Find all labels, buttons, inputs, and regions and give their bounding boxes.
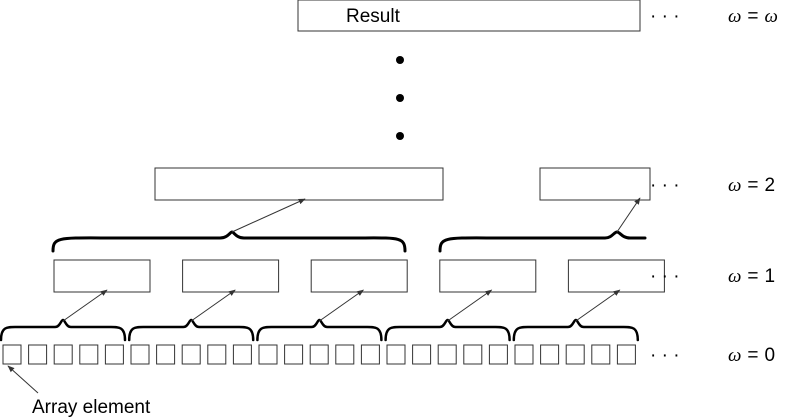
level1-boxes	[53, 259, 665, 293]
array-element-pointer	[7, 365, 39, 394]
array-cell	[79, 344, 99, 365]
array-cell	[181, 344, 201, 365]
row-ellipsis: · · ·	[650, 175, 680, 196]
level1-box	[310, 259, 408, 293]
aggregation-arrows	[62, 197, 641, 322]
brace	[512, 318, 640, 342]
brace	[256, 318, 383, 342]
arrow	[190, 289, 236, 322]
level1-box	[439, 259, 537, 293]
vertical-ellipsis	[396, 56, 404, 140]
result-label: Result	[346, 6, 401, 27]
level1-box	[53, 259, 151, 293]
level0-array-cells	[2, 344, 636, 365]
array-cell	[207, 344, 227, 365]
level2-box	[154, 167, 444, 201]
array-cell	[258, 344, 278, 365]
level-number: 1	[765, 266, 776, 287]
array-cell	[565, 344, 585, 365]
brace	[127, 318, 255, 342]
level-number: 0	[765, 345, 776, 366]
row-ellipsis: · · ·	[650, 345, 680, 366]
array-cell	[591, 344, 611, 365]
array-cell	[309, 344, 329, 365]
array-cell	[463, 344, 483, 365]
array-cell	[540, 344, 560, 365]
ellipsis-dot	[396, 56, 404, 64]
level-label-omega: · · · ω = ω	[650, 6, 778, 27]
level-label-0: · · · ω = 0	[650, 345, 775, 366]
arrow	[319, 289, 364, 322]
equals-sign: =	[747, 266, 758, 287]
brace	[0, 318, 127, 342]
level-label-2: · · · ω = 2	[650, 175, 775, 196]
array-cell	[437, 344, 457, 365]
array-cell	[412, 344, 432, 365]
array-cell	[284, 344, 304, 365]
level-label: ω = 2	[728, 175, 775, 196]
omega-symbol: ω	[728, 175, 741, 196]
array-cell	[28, 344, 48, 365]
brace-level2-group	[438, 230, 647, 253]
level-label: ω = ω	[728, 6, 778, 27]
array-cell	[104, 344, 124, 365]
equals-sign: =	[747, 175, 758, 196]
array-cell	[130, 344, 150, 365]
arrow	[575, 289, 621, 322]
array-cell	[53, 344, 73, 365]
array-cell	[232, 344, 252, 365]
level-label: ω = 0	[728, 345, 775, 366]
brace-level2-group	[51, 230, 407, 253]
level0-braces	[0, 318, 640, 342]
ellipsis-dot	[396, 94, 404, 102]
arrow	[62, 289, 108, 322]
equals-sign: =	[747, 345, 758, 366]
arrow	[616, 197, 641, 233]
omega-symbol: ω	[728, 6, 741, 27]
array-cell	[335, 344, 355, 365]
ellipsis-dot	[396, 132, 404, 140]
row-ellipsis: · · ·	[650, 6, 680, 27]
level1-box	[567, 259, 665, 293]
omega-symbol: ω	[728, 266, 741, 287]
array-cell	[488, 344, 508, 365]
level-label: ω = 1	[728, 266, 775, 287]
level1-box	[182, 259, 280, 293]
omega-symbol: ω	[728, 345, 741, 366]
brace	[384, 318, 511, 342]
array-cell	[360, 344, 380, 365]
array-cell	[156, 344, 176, 365]
level2-box	[539, 167, 651, 201]
array-cell	[514, 344, 534, 365]
array-cell	[616, 344, 636, 365]
omega-symbol: ω	[765, 6, 778, 27]
equals-sign: =	[747, 6, 758, 27]
row-ellipsis: · · ·	[650, 266, 680, 287]
arrow	[447, 289, 493, 322]
array-element-label: Array element	[32, 397, 151, 418]
array-cell	[2, 344, 22, 365]
array-cell	[386, 344, 406, 365]
arrow	[231, 198, 306, 233]
level-number: 2	[765, 175, 776, 196]
result-box	[297, 0, 641, 32]
level-label-1: · · · ω = 1	[650, 266, 775, 287]
